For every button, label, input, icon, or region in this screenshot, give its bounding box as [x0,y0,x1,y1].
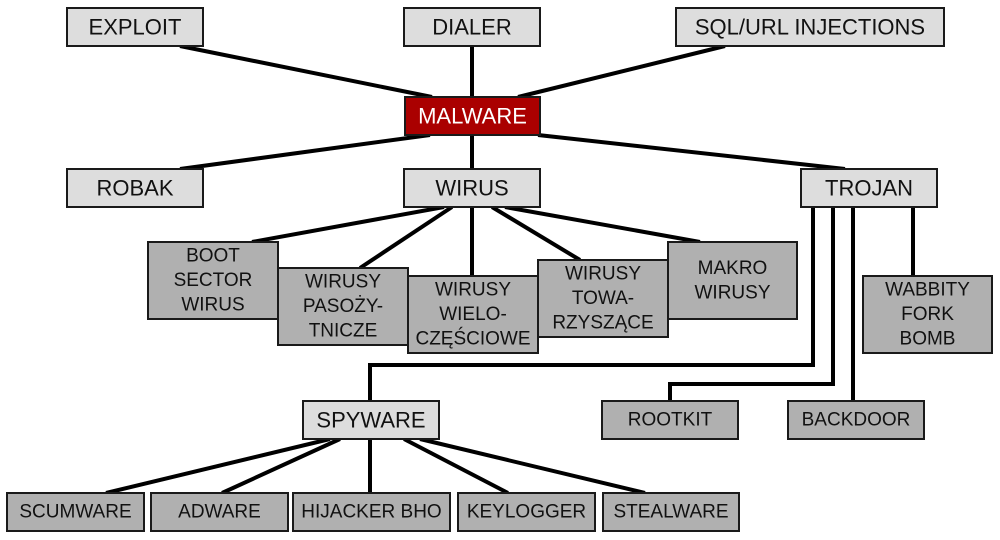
node-rootkit: ROOTKIT [601,400,739,440]
node-label: DIALER [432,15,511,40]
node-label: SECTOR [174,270,253,291]
node-label: MALWARE [418,104,527,129]
node-label: ROBAK [96,176,173,201]
node-boot: BOOT SECTOR WIRUS [147,241,279,320]
node-box [302,400,440,440]
node-box [457,492,596,532]
node-box [403,7,541,47]
edges-layer [105,44,915,495]
node-wirus: WIRUS [403,168,541,208]
node-label: WIRUSY [565,264,641,285]
nodes-layer: MALWARE EXPLOIT DIALER SQL/URL INJECTIONS RO… [6,7,993,532]
node-label: STEALWARE [613,502,728,523]
node-label: TNICZE [309,321,378,342]
node-label: WIRUSY [695,282,771,303]
node-trojan: TROJAN [800,168,938,208]
node-label: WIRUSY [435,280,511,301]
node-label: WABBITY [885,280,970,301]
node-hijacker: HIJACKER BHO [292,492,451,532]
node-label: SQL/URL INJECTIONS [695,15,925,40]
node-box [800,168,938,208]
edge-wirus-boot [251,205,445,244]
node-dialer: DIALER [403,7,541,47]
node-label: TOWA- [572,288,634,309]
node-exploit: EXPLOIT [66,7,204,47]
edge-malware-robak [179,133,431,171]
node-label: BOMB [900,329,956,350]
edge-spyware-stealware [419,437,646,495]
node-stealware: STEALWARE [602,492,740,532]
node-label: BOOT [186,246,240,267]
node-box [150,492,289,532]
node-label: WIRUS [181,295,244,316]
node-box [602,492,740,532]
node-box [292,492,451,532]
node-label: WIRUSY [305,272,381,293]
node-adware: ADWARE [150,492,289,532]
edge-spyware-adware [221,437,341,495]
edge-wirus-makro [504,205,701,244]
node-box [601,400,739,440]
node-box [407,275,539,354]
node-box [403,168,541,208]
node-spyware: SPYWARE [302,400,440,440]
node-box [66,7,204,47]
edge-spyware-keylogger [403,437,509,495]
node-backdoor: BACKDOOR [787,400,925,440]
edge-malware-exploit [179,44,433,99]
node-label: KEYLOGGER [467,502,586,523]
node-scumware: SCUMWARE [6,492,145,532]
node-box [667,241,798,320]
node-robak: ROBAK [66,168,204,208]
node-label: PASOŻY- [303,296,383,317]
node-box [787,400,925,440]
node-label: EXPLOIT [89,15,182,40]
node-label: CZĘŚCIOWE [415,328,530,350]
edge-wirus-towa [490,205,582,262]
edge-trojan-rootkit [668,207,835,401]
node-label: TROJAN [825,176,913,201]
node-label: WIELO- [439,304,507,325]
node-box [675,7,945,47]
node-label: ADWARE [178,502,261,523]
node-keylogger: KEYLOGGER [457,492,596,532]
node-towa: WIRUSY TOWA- RZYSZĄCE [537,259,669,338]
node-box [404,96,541,136]
node-label: HIJACKER BHO [301,502,441,523]
node-label: ROOTKIT [628,410,713,431]
node-label: SCUMWARE [19,502,131,523]
node-box [66,168,204,208]
node-sql: SQL/URL INJECTIONS [675,7,945,47]
node-box [147,241,279,320]
node-pasoz: WIRUSY PASOŻY- TNICZE [277,267,409,346]
edge-wirus-pasoz [358,205,454,270]
node-wabbity: WABBITY FORK BOMB [862,275,993,354]
node-label: FORK [901,304,954,325]
node-malware: MALWARE [404,96,541,136]
edge-spyware-scumware [105,437,331,495]
node-wielo: WIRUSY WIELO- CZĘŚCIOWE [407,275,539,354]
node-box [862,275,993,354]
edge-malware-trojan [537,133,846,171]
node-box [537,259,669,338]
edge-trojan-spyware [368,207,815,401]
node-box [6,492,145,532]
node-label: BACKDOOR [802,410,911,431]
edge-malware-sql [517,44,726,99]
node-label: WIRUS [435,176,508,201]
node-label: RZYSZĄCE [552,313,653,334]
node-label: MAKRO [698,258,768,279]
node-makro: MAKRO WIRUSY [667,241,798,320]
node-label: SPYWARE [316,408,425,433]
